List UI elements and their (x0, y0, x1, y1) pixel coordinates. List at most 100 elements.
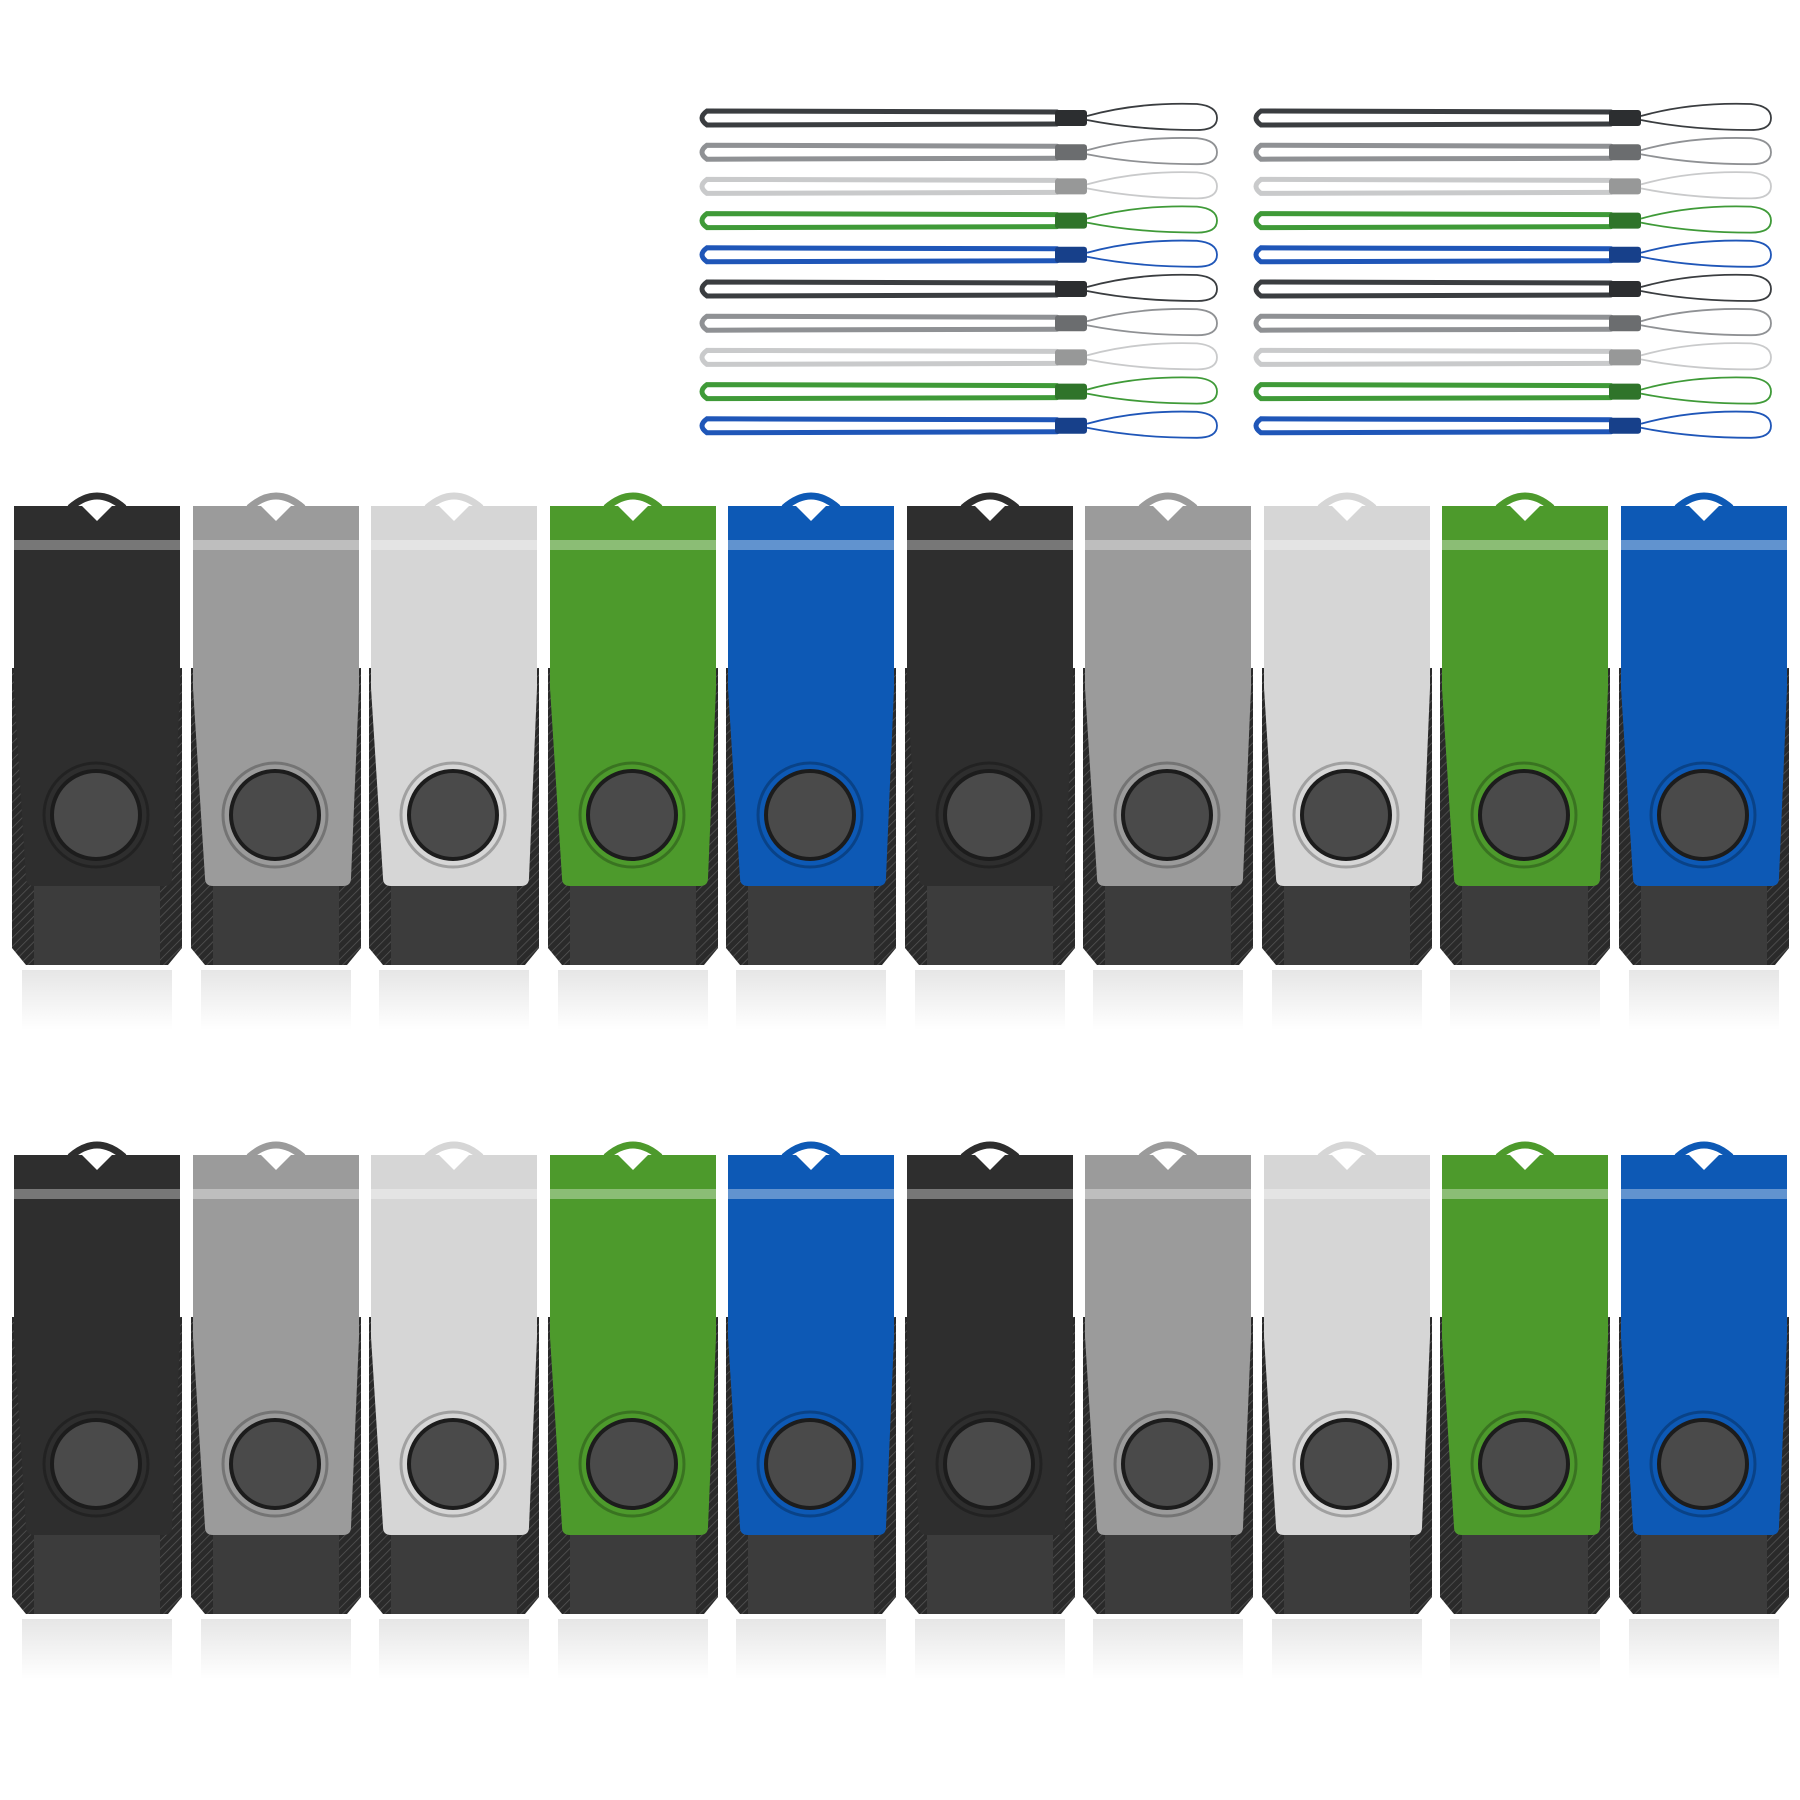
lanyard (1253, 102, 1772, 131)
lanyard (699, 102, 1218, 131)
usb-flash-drive (369, 488, 539, 1048)
pivot-cap (1478, 769, 1570, 861)
usb-flash-drive (12, 1137, 182, 1697)
usb-flash-drive (1083, 1137, 1253, 1697)
lanyard-loop (960, 1141, 1019, 1160)
lanyard-loop (603, 1141, 662, 1160)
pivot-cap (1299, 769, 1392, 861)
usb-flash-drive (547, 1137, 718, 1697)
reflection (379, 970, 529, 1030)
pivot-cap (407, 769, 499, 861)
lanyard (1253, 239, 1772, 268)
pivot-cap (1656, 1418, 1749, 1510)
lanyard-loop (960, 492, 1019, 511)
usb-flash-drive (1261, 488, 1432, 1048)
reflection (200, 970, 351, 1030)
pivot-cap (228, 1418, 321, 1510)
lanyard-loop (1674, 1141, 1733, 1160)
usb-flash-drive (1618, 488, 1789, 1048)
lanyard (699, 410, 1218, 439)
lanyard (699, 342, 1218, 371)
pivot-cap (1478, 1418, 1570, 1510)
reflection (22, 1619, 172, 1679)
lanyard-loop (1138, 1141, 1198, 1160)
usb-flash-drive (190, 488, 361, 1048)
pivot-cap (50, 1418, 142, 1510)
lanyard (699, 273, 1218, 302)
lanyard (699, 171, 1218, 200)
usb-flash-drive (1083, 488, 1253, 1048)
usb-flash-drive (1261, 1137, 1432, 1697)
lanyard-loop (781, 492, 841, 511)
usb-flash-drive (190, 1137, 361, 1697)
lanyard-loop (246, 1141, 305, 1160)
pivot-cap (942, 769, 1035, 861)
lanyard (1253, 342, 1772, 371)
usb-flash-drive (12, 488, 182, 1048)
reflection (736, 970, 886, 1030)
lanyard-loop (1317, 1141, 1376, 1160)
reflection (1450, 970, 1600, 1030)
usb-flash-drive (1440, 488, 1610, 1048)
reflection (1450, 1619, 1600, 1679)
lanyard-loop (246, 492, 305, 511)
lanyard-loop (424, 1141, 484, 1160)
pivot-cap (50, 769, 142, 861)
pivot-cap (942, 1418, 1035, 1510)
usb-flash-drive (1618, 1137, 1789, 1697)
lanyard-loop (1495, 1141, 1555, 1160)
reflection (1093, 970, 1243, 1030)
lanyard (699, 239, 1218, 268)
lanyard-loop (1138, 492, 1198, 511)
lanyard-loop (67, 1141, 127, 1160)
lanyard (1253, 308, 1772, 337)
usb-flash-drive (1440, 1137, 1610, 1697)
reflection (1093, 1619, 1243, 1679)
usb-flash-drive (726, 1137, 896, 1697)
lanyard (699, 205, 1218, 234)
reflection (736, 1619, 886, 1679)
reflection (22, 970, 172, 1030)
lanyard (699, 308, 1218, 337)
usb-flash-drive (547, 488, 718, 1048)
reflection (1271, 1619, 1422, 1679)
pivot-cap (1656, 769, 1749, 861)
usb-flash-drive (904, 488, 1075, 1048)
reflection (557, 970, 708, 1030)
lanyard-loop (603, 492, 662, 511)
lanyard (1253, 273, 1772, 302)
usb-flash-drive (726, 488, 896, 1048)
lanyard (1253, 137, 1772, 166)
reflection (379, 1619, 529, 1679)
reflection (200, 1619, 351, 1679)
lanyard-loop (67, 492, 127, 511)
pivot-cap (1299, 1418, 1392, 1510)
lanyard-loop (1317, 492, 1376, 511)
lanyard-loop (1674, 492, 1733, 511)
lanyard (699, 137, 1218, 166)
reflection (557, 1619, 708, 1679)
lanyard (1253, 376, 1772, 405)
pivot-cap (764, 1418, 856, 1510)
pivot-cap (407, 1418, 499, 1510)
reflection (1628, 1619, 1779, 1679)
reflection (1628, 970, 1779, 1030)
pivot-cap (764, 769, 856, 861)
lanyard-loop (781, 1141, 841, 1160)
pivot-cap (585, 769, 678, 861)
lanyard (1253, 171, 1772, 200)
pivot-cap (1121, 769, 1213, 861)
lanyard (1253, 205, 1772, 234)
reflection (1271, 970, 1422, 1030)
usb-flash-drive (369, 1137, 539, 1697)
pivot-cap (1121, 1418, 1213, 1510)
lanyard (1253, 410, 1772, 439)
pivot-cap (585, 1418, 678, 1510)
lanyard-loop (1495, 492, 1555, 511)
lanyard-group (699, 102, 1772, 439)
lanyard-loop (424, 492, 484, 511)
usb-flash-drive (904, 1137, 1075, 1697)
reflection (914, 970, 1065, 1030)
lanyard (699, 376, 1218, 405)
pivot-cap (228, 769, 321, 861)
